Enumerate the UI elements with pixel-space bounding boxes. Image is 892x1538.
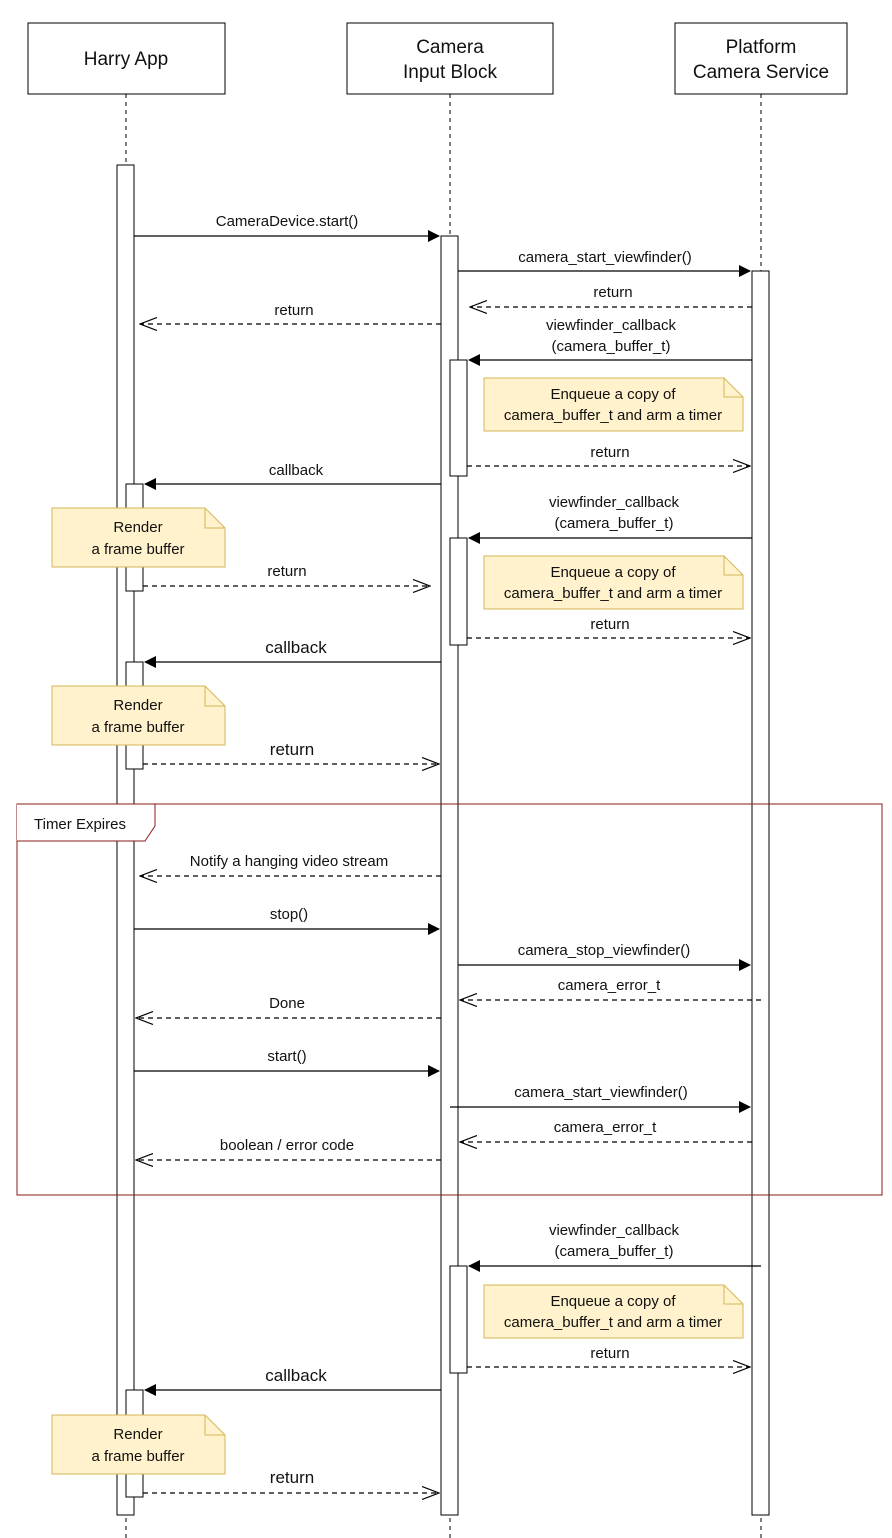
participant-camera-input-block: Camera Input Block xyxy=(346,22,554,95)
message-label: return xyxy=(267,563,306,580)
note-text: camera_buffer_t and arm a timer xyxy=(504,585,722,602)
participant-label: Platform xyxy=(726,37,797,58)
note: Render a frame buffer xyxy=(51,507,226,568)
note-text: Render xyxy=(113,697,162,714)
activation-bar xyxy=(449,359,468,477)
message-label: viewfinder_callback xyxy=(549,1222,680,1239)
note-text: Render xyxy=(113,519,162,536)
message-label: boolean / error code xyxy=(220,1137,354,1154)
note-text: Enqueue a copy of xyxy=(550,1293,676,1310)
message-label: return xyxy=(593,284,632,301)
note-text: camera_buffer_t and arm a timer xyxy=(504,407,722,424)
message-label: camera_start_viewfinder() xyxy=(514,1084,687,1101)
note-text: a frame buffer xyxy=(91,541,184,558)
note: Enqueue a copy of camera_buffer_t and ar… xyxy=(483,555,744,610)
message-label: (camera_buffer_t) xyxy=(552,338,671,355)
message-label: callback xyxy=(265,638,327,657)
note-text: Enqueue a copy of xyxy=(550,386,676,403)
message-label: callback xyxy=(269,462,324,479)
message-label-line: (camera_buffer_t) xyxy=(555,515,674,532)
note-text: a frame buffer xyxy=(91,719,184,736)
participant-platform-camera-service: Platform Camera Service xyxy=(674,22,848,95)
message-label: viewfinder_callback xyxy=(549,494,680,511)
participant-label: Camera xyxy=(416,37,484,58)
participant-label: Input Block xyxy=(403,62,497,83)
message-label-line: (camera_buffer_t) xyxy=(555,1243,674,1260)
message-label: Done xyxy=(269,995,305,1012)
note-text: a frame buffer xyxy=(91,1448,184,1465)
frame-timer-expires: Timer Expires xyxy=(16,803,883,1196)
message-label: return xyxy=(590,616,629,633)
activations xyxy=(116,164,770,1516)
message-label: return xyxy=(274,302,313,319)
message-label: (camera_buffer_t) xyxy=(555,1243,674,1260)
message-label: Notify a hanging video stream xyxy=(190,853,388,870)
participant-label: Harry App xyxy=(84,49,168,70)
note-text: Render xyxy=(113,1426,162,1443)
activation-bar xyxy=(751,270,770,1516)
message-label: viewfinder_callback xyxy=(546,317,677,334)
message-label: return xyxy=(270,740,314,759)
message-label: callback xyxy=(265,1366,327,1385)
note-text: Enqueue a copy of xyxy=(550,564,676,581)
note: Enqueue a copy of camera_buffer_t and ar… xyxy=(483,1284,744,1339)
messages xyxy=(134,230,761,1493)
participant-label: Camera Service xyxy=(693,62,829,83)
message-label: start() xyxy=(267,1048,306,1065)
message-label-line: viewfinder_callback xyxy=(549,494,680,511)
notes: Enqueue a copy of camera_buffer_t and ar… xyxy=(51,377,744,1475)
message-labels: CameraDevice.start() camera_start_viewfi… xyxy=(190,213,692,1487)
activation-bar xyxy=(449,537,468,646)
message-label-line: (camera_buffer_t) xyxy=(552,338,671,355)
message-label: camera_stop_viewfinder() xyxy=(518,942,691,959)
message-label: return xyxy=(590,1345,629,1362)
activation-bar xyxy=(449,1265,468,1374)
message-label: camera_error_t xyxy=(558,977,661,994)
note: Render a frame buffer xyxy=(51,685,226,746)
message-label: (camera_buffer_t) xyxy=(555,515,674,532)
message-label: CameraDevice.start() xyxy=(216,213,359,230)
message-label: stop() xyxy=(270,906,308,923)
message-label: camera_error_t xyxy=(554,1119,657,1136)
note: Render a frame buffer xyxy=(51,1414,226,1475)
message-label: return xyxy=(270,1468,314,1487)
note: Enqueue a copy of camera_buffer_t and ar… xyxy=(483,377,744,432)
message-label: camera_start_viewfinder() xyxy=(518,249,691,266)
message-label: return xyxy=(590,444,629,461)
message-label-line: viewfinder_callback xyxy=(549,1222,680,1239)
participant-harry-app: Harry App xyxy=(27,22,226,95)
note-text: camera_buffer_t and arm a timer xyxy=(504,1314,722,1331)
frame-label: Timer Expires xyxy=(34,816,126,833)
message-label-line: viewfinder_callback xyxy=(546,317,677,334)
